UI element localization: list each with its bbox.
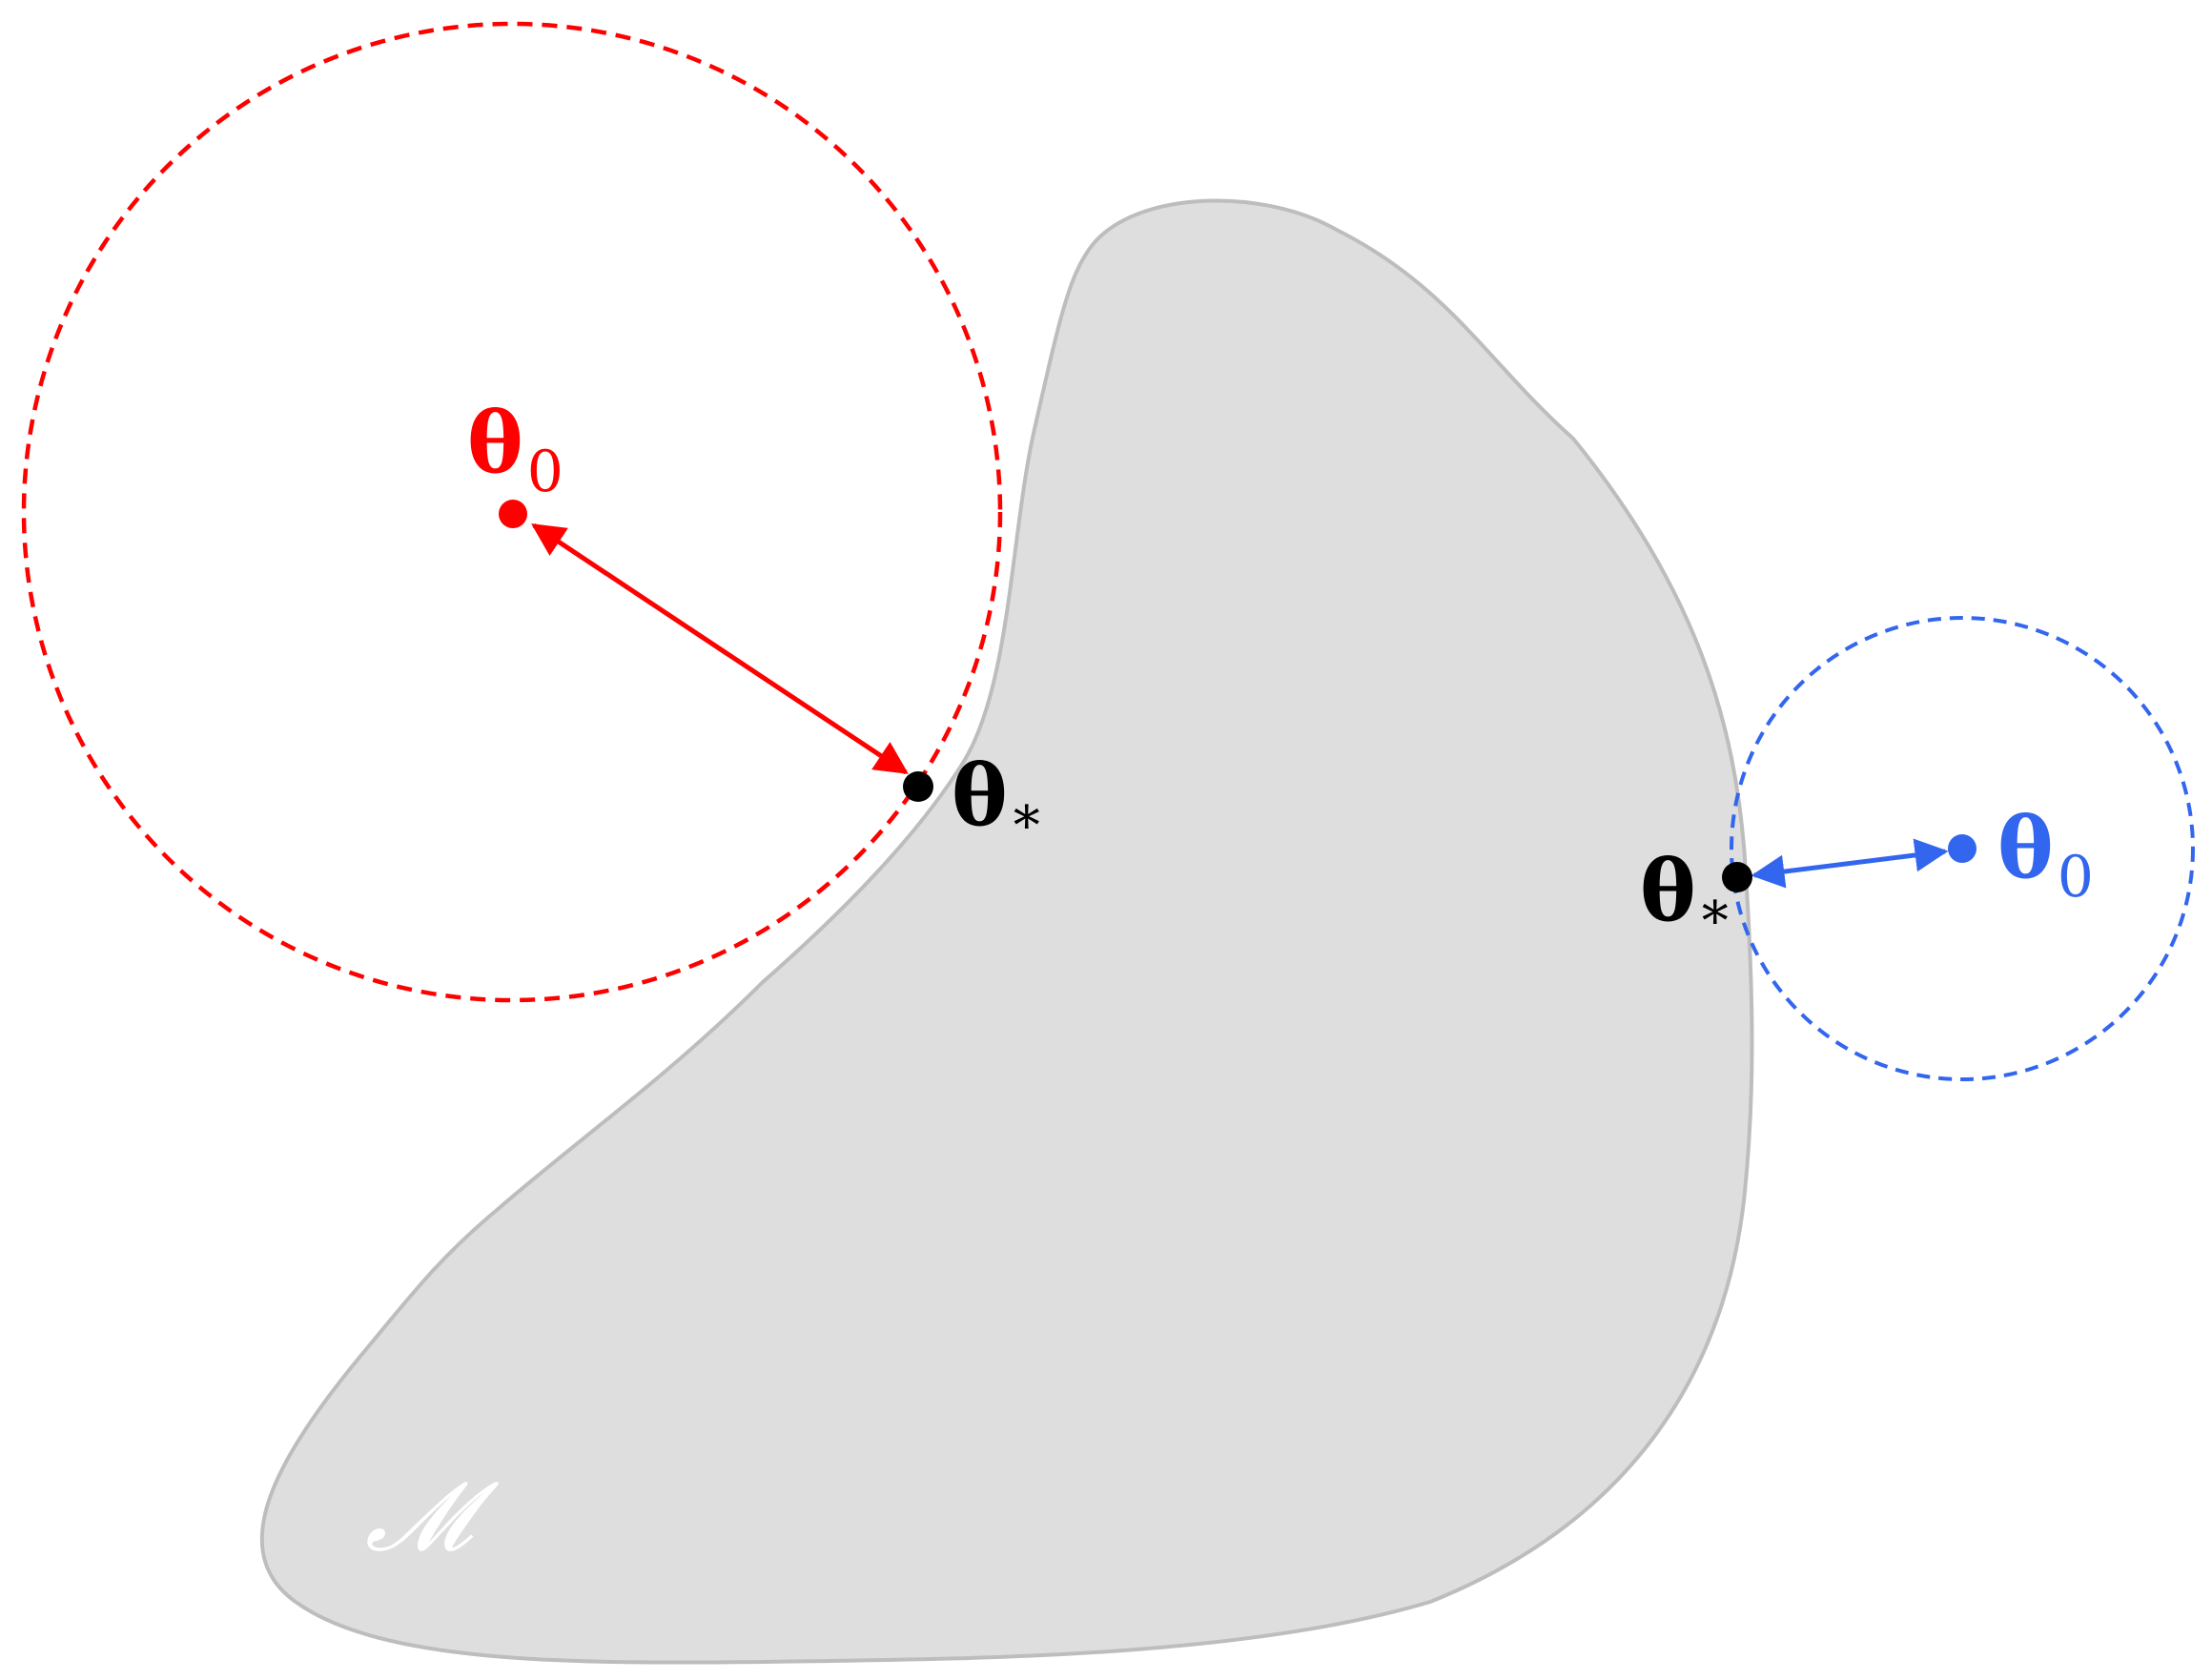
- left-theta-star-label: θ*: [952, 746, 1040, 857]
- manifold-region: [259, 198, 1754, 1665]
- right-theta-star-point: [1722, 862, 1752, 892]
- right-theta0-point: [1948, 834, 1976, 863]
- left-theta-star-point: [903, 771, 933, 802]
- right-theta-star-label: θ*: [1640, 841, 1729, 953]
- left-distance-arrow: [531, 522, 909, 775]
- left-theta0-point: [499, 500, 527, 528]
- right-distance-arrow: [1751, 838, 1949, 889]
- left-theta0-label: θ0: [467, 393, 563, 505]
- right-projection-ball: [1730, 616, 2195, 1081]
- left-projection-ball: [21, 21, 1003, 1003]
- right-theta0-label: θ0: [1997, 798, 2094, 911]
